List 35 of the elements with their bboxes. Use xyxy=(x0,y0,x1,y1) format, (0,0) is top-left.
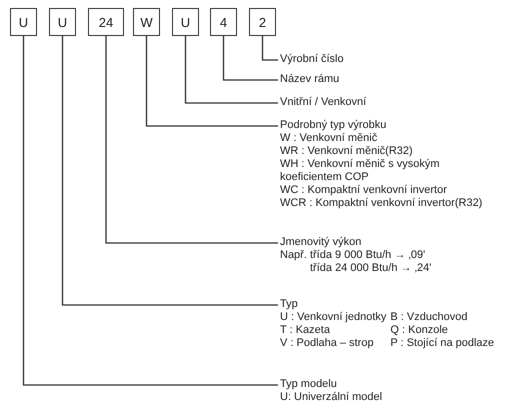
option-text: třída 24 000 Btu/h → ‚24' xyxy=(309,262,432,275)
leader-line xyxy=(146,36,278,127)
leader-line xyxy=(22,36,278,386)
option-text: Např. třída 9 000 Btu/h → ‚09' xyxy=(280,249,426,262)
option-text: U: Univerzální model xyxy=(280,391,382,404)
leader-line xyxy=(184,36,278,104)
option-text: WC : Kompaktní venkovní invertor xyxy=(280,184,448,197)
field-heading: Název rámu xyxy=(280,73,340,86)
option-text: T : Kazeta xyxy=(280,324,331,337)
leader-line xyxy=(105,36,278,244)
code-box: U xyxy=(172,8,199,36)
field-heading: Podrobný typ výrobku xyxy=(280,119,388,132)
option-text: WCR : Kompaktní venkovní invertor(R32) xyxy=(280,197,482,210)
option-text: W : Venkovní měnič xyxy=(280,132,378,145)
leader-line xyxy=(222,36,278,81)
option-text: WR : Venkovní měnič(R32) xyxy=(280,145,414,158)
leader-line xyxy=(262,36,278,61)
option-text: WH : Venkovní měnič s vysokým koeficientem COP xyxy=(280,158,441,184)
code-box: W xyxy=(133,8,160,36)
code-box: 4 xyxy=(210,8,237,36)
field-heading: Jmenovitý výkon xyxy=(280,236,362,249)
field-heading: Vnitřní / Venkovní xyxy=(280,96,366,109)
leader-line xyxy=(62,36,278,306)
option-text: P : Stojící na podlaze xyxy=(390,337,494,350)
option-text: B : Vzduchovod xyxy=(390,311,468,324)
code-box: U xyxy=(49,8,76,36)
field-heading: Výrobní číslo xyxy=(280,53,344,66)
option-text: U : Venkovní jednotky xyxy=(280,311,386,324)
field-heading: Typ modelu xyxy=(280,378,338,391)
option-text: Q : Konzole xyxy=(390,324,449,337)
code-box: 24 xyxy=(88,8,124,36)
field-heading: Typ xyxy=(280,298,299,311)
option-text: V : Podlaha – strop xyxy=(280,337,375,350)
code-box: U xyxy=(10,8,37,36)
code-box: 2 xyxy=(249,8,276,36)
